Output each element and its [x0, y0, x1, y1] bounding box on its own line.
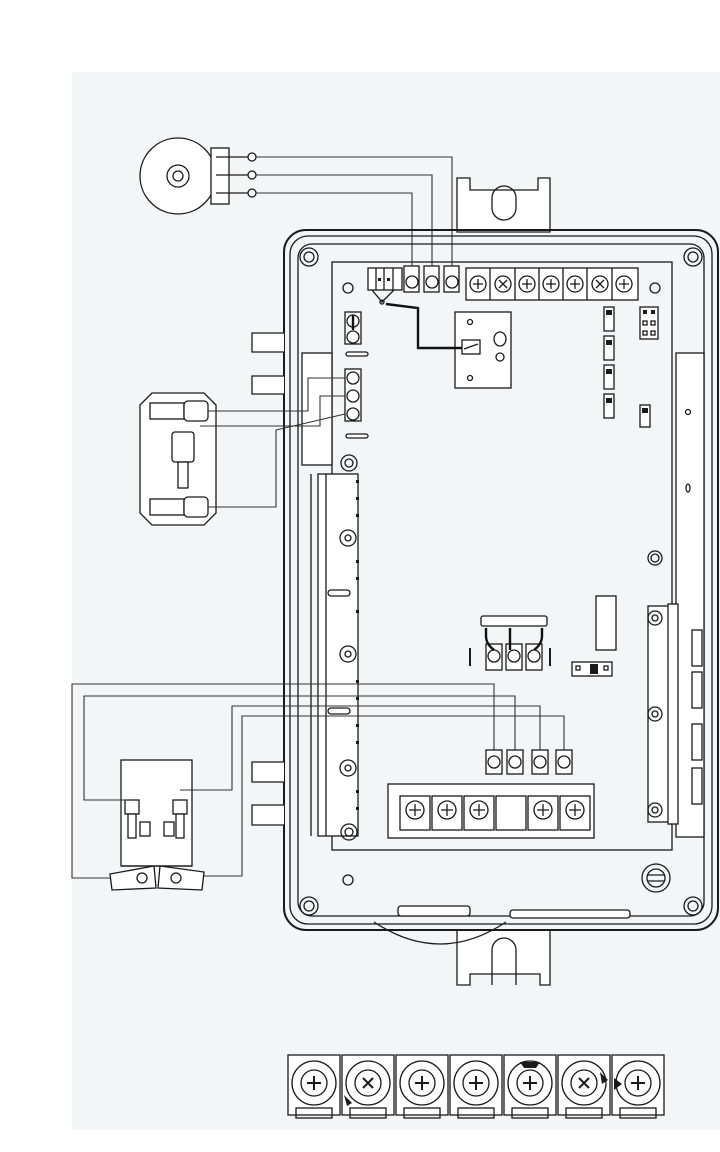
terminal-unit — [504, 1055, 556, 1118]
toggle-switch — [140, 393, 216, 525]
terminal-unit — [396, 1055, 448, 1118]
terminal-unit — [288, 1055, 340, 1118]
terminal-unit — [450, 1055, 502, 1118]
terminal-unit — [558, 1055, 610, 1118]
terminal-unit — [612, 1055, 664, 1118]
terminal-unit — [342, 1055, 394, 1118]
terminal-strip-bottom — [388, 784, 594, 838]
terminal-block-detail — [288, 1055, 664, 1118]
